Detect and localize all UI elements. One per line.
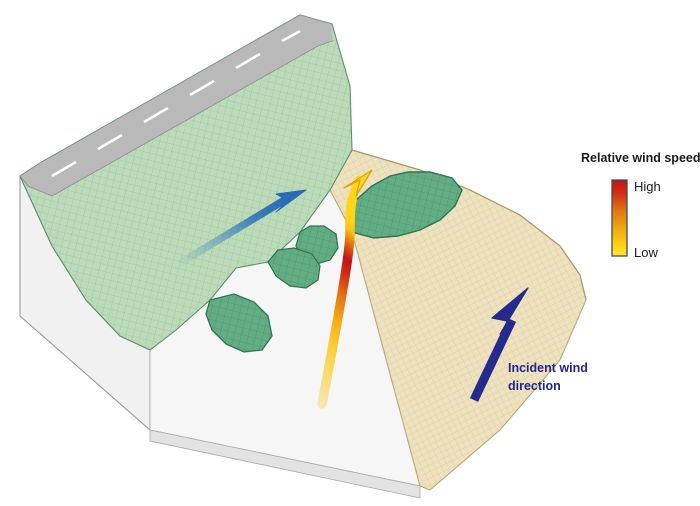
legend-low-label: Low xyxy=(634,245,658,260)
deflected-arrow-head xyxy=(275,189,307,213)
road-centre-markings xyxy=(51,29,301,178)
incident-wind-label-line1: Incident wind xyxy=(508,361,588,375)
incident-wind-label: Incident wind direction xyxy=(508,361,588,393)
legend-high-label: High xyxy=(634,179,661,194)
incident-wind-label-line2: direction xyxy=(508,379,561,393)
crest-patch-spur xyxy=(205,293,273,353)
incident-arrow-shaft xyxy=(469,318,517,402)
block-base-edge xyxy=(149,429,421,499)
gap-jet-streamline xyxy=(317,169,373,409)
incident-wind-arrow xyxy=(469,287,529,402)
deflected-wind-arrow xyxy=(178,189,307,266)
wind-speed-colorbar xyxy=(611,179,628,257)
crest-patch-tongue xyxy=(267,247,321,289)
jet-streamline-path xyxy=(317,195,357,409)
crest-patch-east xyxy=(347,171,463,239)
plain-far-edge xyxy=(351,149,587,301)
ridge-crest-patches xyxy=(205,171,463,353)
legend-title: Relative wind speed xyxy=(581,151,700,165)
wind-speed-legend: Relative wind speed High Low xyxy=(581,151,700,260)
incident-arrow-head xyxy=(491,287,529,335)
deflected-arrow-shaft xyxy=(178,194,292,266)
jet-arrowhead xyxy=(343,169,373,197)
